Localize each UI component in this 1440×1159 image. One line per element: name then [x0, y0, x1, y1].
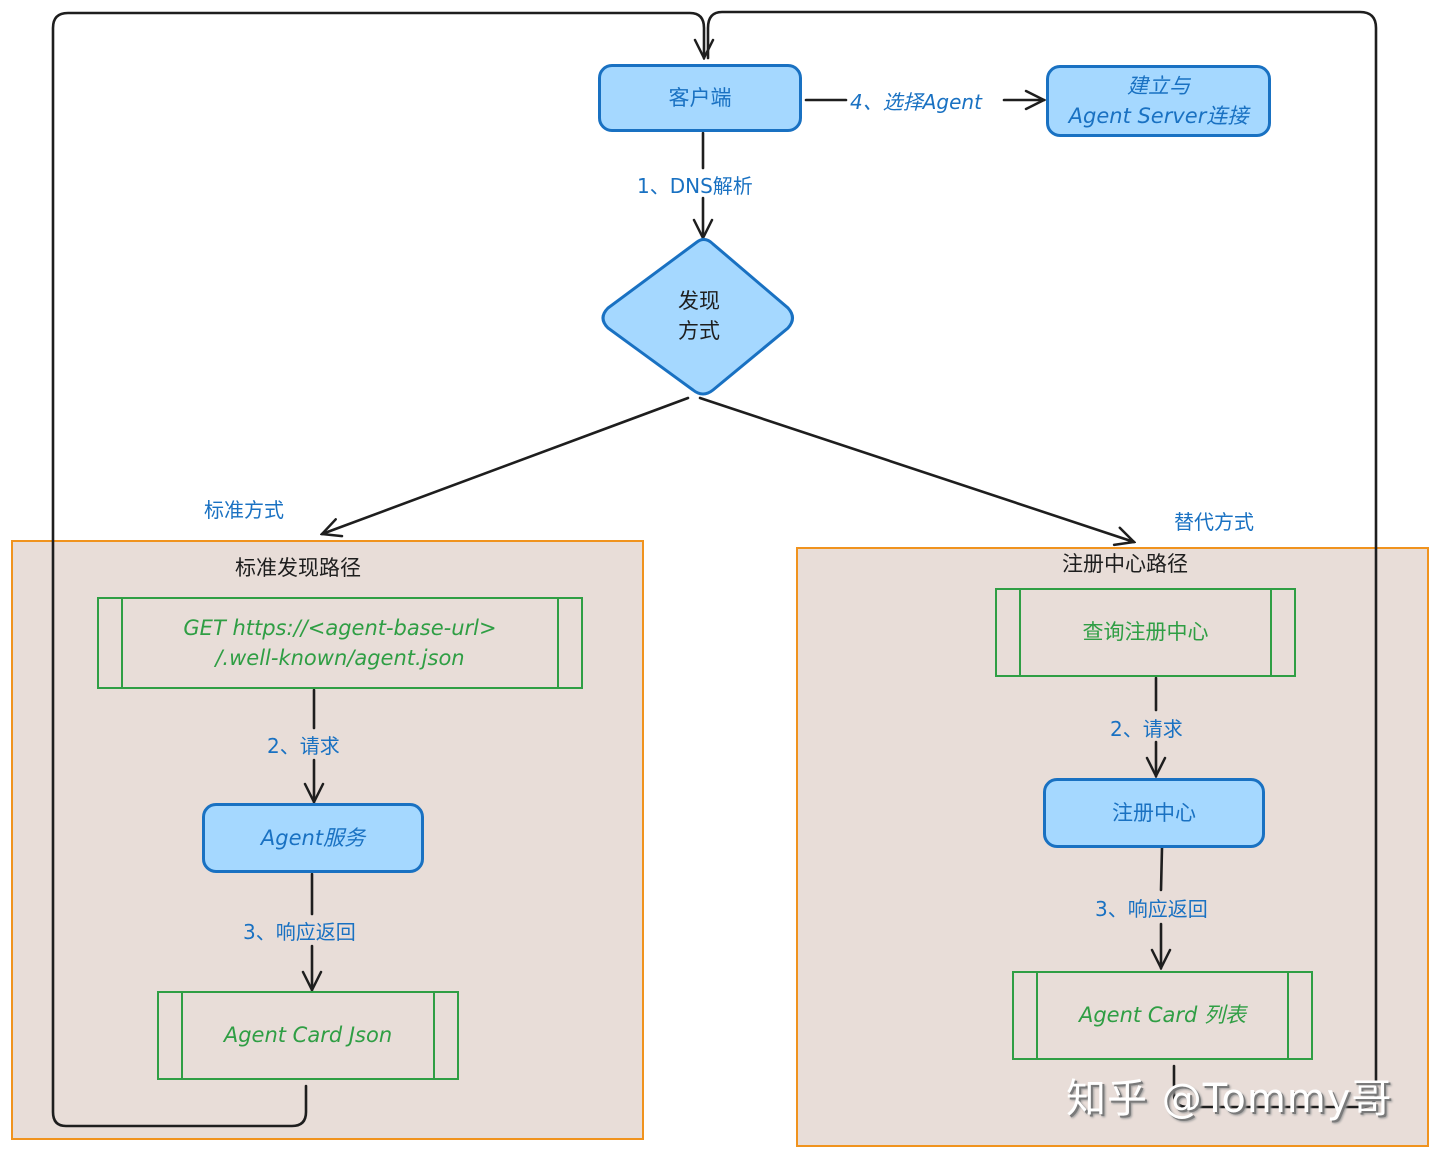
edge-response-right-a [1159, 846, 1164, 892]
label-standard-way: 标准方式 [204, 498, 284, 522]
group-standard-title: 标准发现路径 [235, 556, 361, 580]
subroutine-bar-left [1036, 973, 1038, 1058]
agent-service-label: Agent服务 [260, 825, 366, 850]
establish-connection-label: 建立与 Agent Server连接 [1069, 71, 1249, 132]
agent-card-json-label: Agent Card Json [223, 1023, 393, 1048]
label-alternative-way: 替代方式 [1174, 510, 1254, 534]
registry-node[interactable]: 注册中心 [1043, 778, 1265, 848]
subroutine-bar-left [181, 993, 183, 1078]
subroutine-bar-right [557, 599, 559, 687]
group-registry-title: 注册中心路径 [1062, 552, 1188, 576]
agent-service-node[interactable]: Agent服务 [202, 803, 424, 873]
edge-loop-right [706, 10, 1378, 1109]
label-response-right: 3、响应返回 [1095, 897, 1208, 921]
discovery-line-2: 方式 [678, 319, 720, 344]
label-request-right: 2、请求 [1110, 717, 1183, 741]
get-request-node[interactable]: GET https://<agent-base-url> /.well-know… [97, 597, 583, 689]
subroutine-bar-left [121, 599, 123, 687]
get-request-line-2: /.well-known/agent.json [215, 646, 465, 670]
query-registry-node[interactable]: 查询注册中心 [995, 588, 1296, 677]
establish-connection-node[interactable]: 建立与 Agent Server连接 [1046, 65, 1271, 137]
discovery-diamond-shape [601, 237, 794, 396]
agent-card-list-label: Agent Card 列表 [1078, 1003, 1246, 1028]
get-request-line-1: GET https://<agent-base-url> [183, 615, 497, 640]
agent-card-json-node[interactable]: Agent Card Json [157, 991, 459, 1080]
establish-line-2: Agent Server连接 [1068, 104, 1249, 128]
discovery-decision-node[interactable]: 发现 方式 [654, 286, 744, 347]
label-response-left: 3、响应返回 [243, 920, 356, 944]
label-select-agent: 4、选择Agent [850, 90, 982, 114]
establish-line-1: 建立与 [1126, 73, 1190, 98]
edge-standard [322, 396, 690, 534]
subroutine-bar-right [433, 993, 435, 1078]
query-registry-label: 查询注册中心 [1082, 620, 1209, 645]
watermark: 知乎 @Tommy哥 [1066, 1076, 1393, 1122]
edge-alternative [698, 396, 1134, 542]
subroutine-bar-right [1287, 973, 1289, 1058]
discovery-line-1: 发现 [678, 289, 720, 313]
get-request-label: GET https://<agent-base-url> /.well-know… [183, 613, 496, 674]
client-node[interactable]: 客户端 [598, 64, 802, 132]
agent-card-list-node[interactable]: Agent Card 列表 [1012, 971, 1313, 1060]
subroutine-bar-left [1019, 590, 1021, 675]
subroutine-bar-right [1270, 590, 1272, 675]
edge-loop-left [51, 11, 704, 1128]
client-label: 客户端 [668, 85, 732, 110]
label-dns: 1、DNS解析 [637, 174, 753, 198]
registry-label: 注册中心 [1112, 800, 1196, 825]
label-request-left: 2、请求 [267, 734, 340, 758]
